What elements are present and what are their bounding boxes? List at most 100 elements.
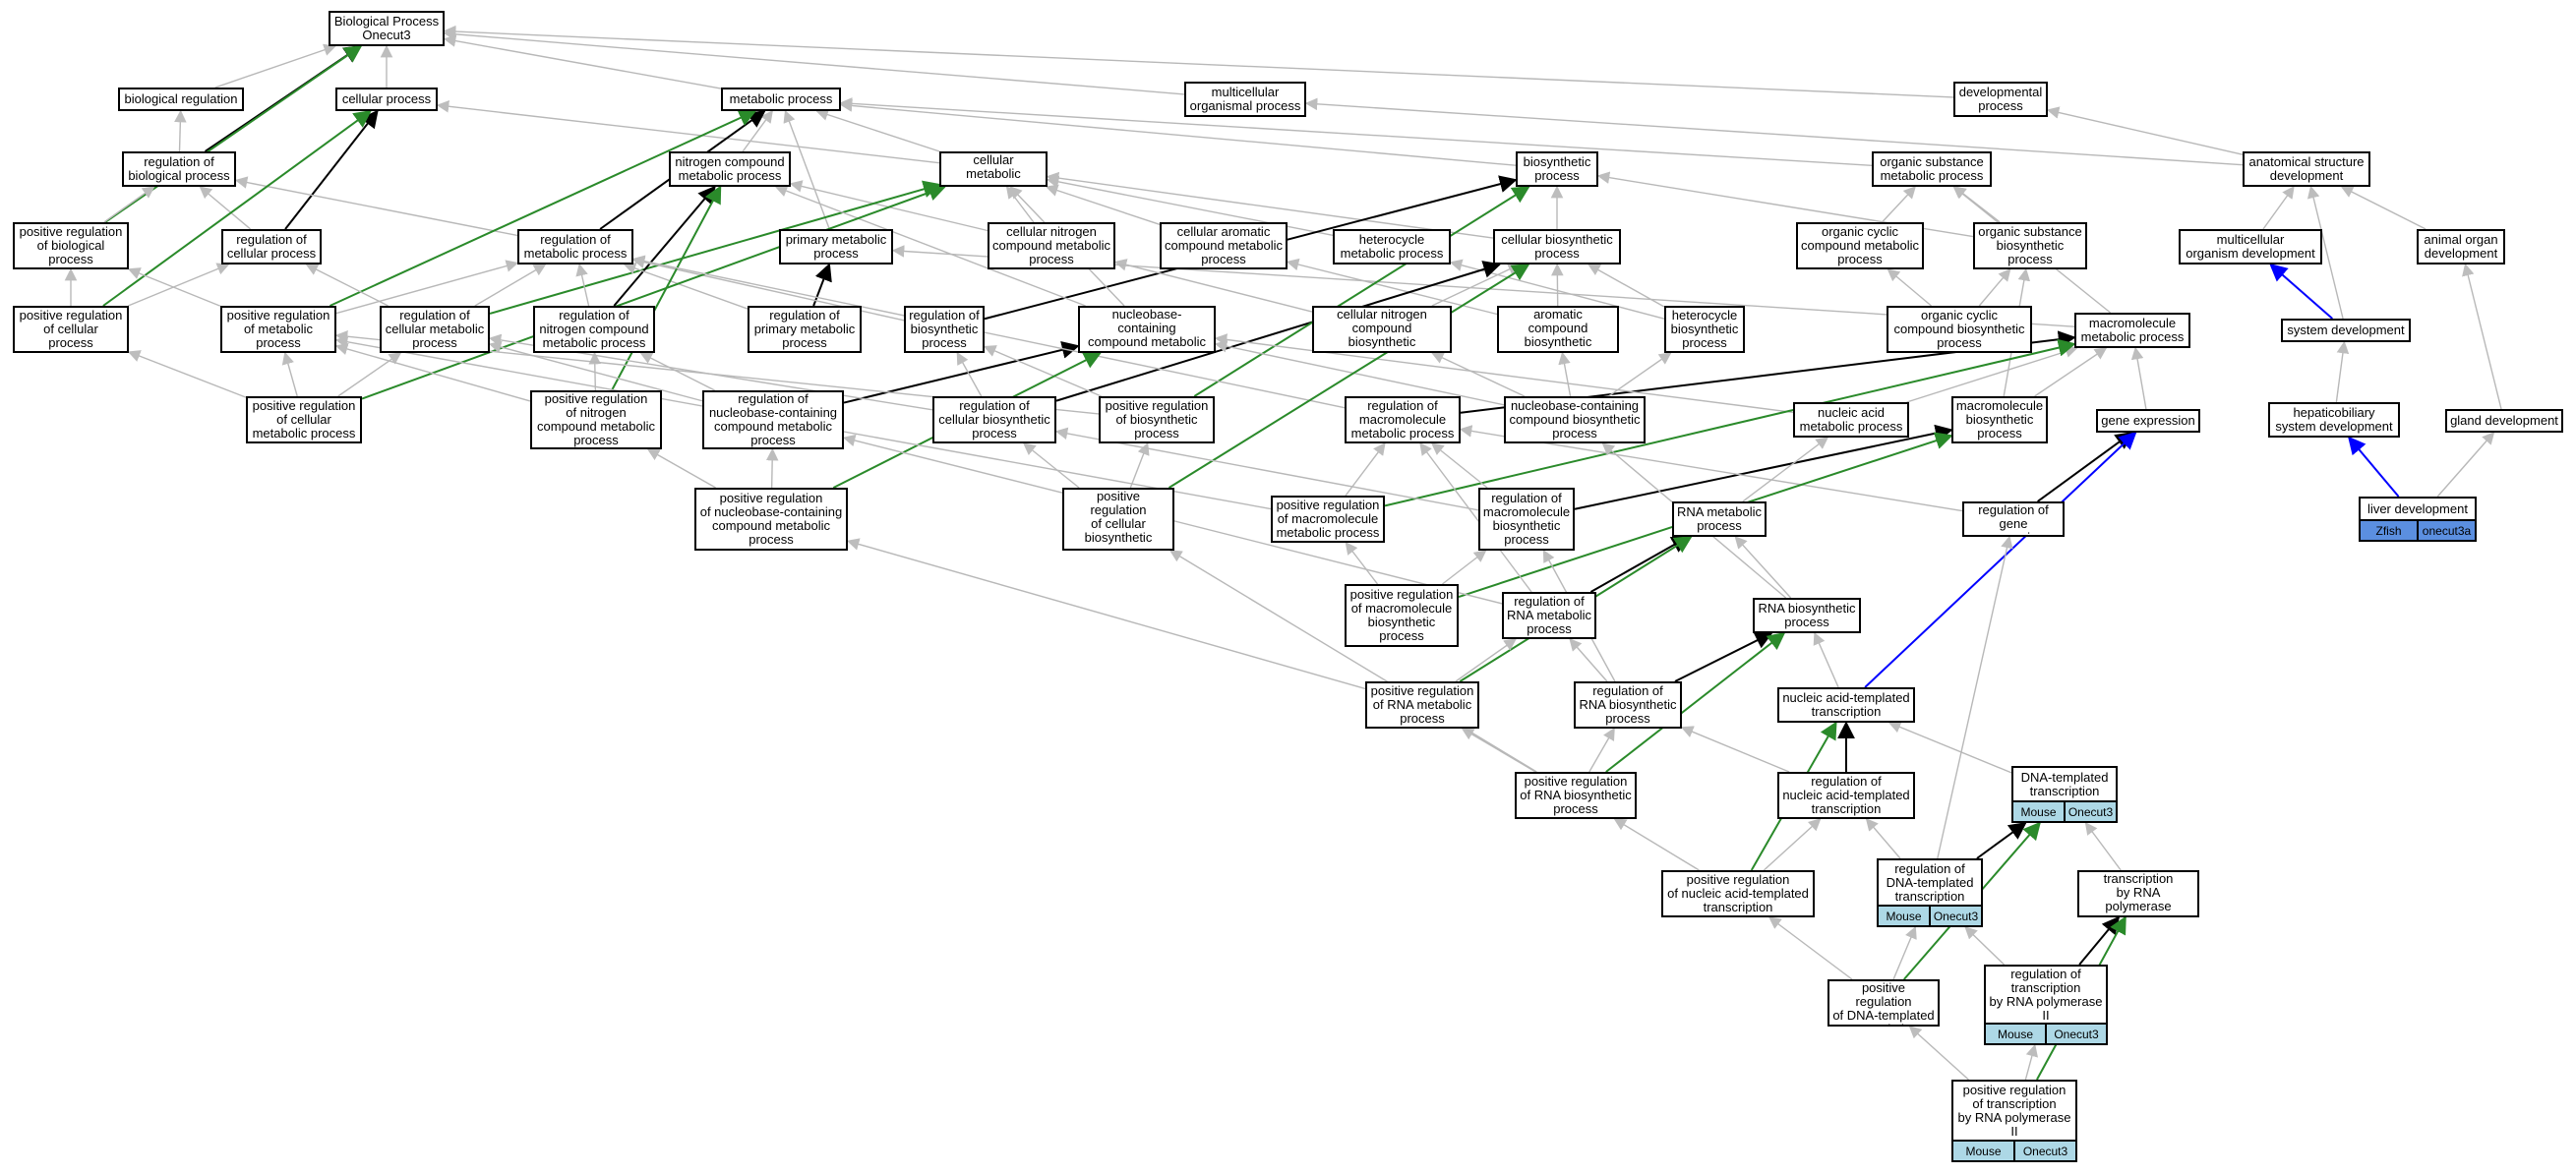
term-organic-cyclic-compound-metabolic-process[interactable]: organic cyclic compound metabolic proces…	[1796, 222, 1924, 269]
term-label: positive regulation of cellular process	[19, 308, 123, 350]
term-positive-regulation-of-nucleic-acid-templated-transcription[interactable]: positive regulation of nucleic acid-temp…	[1661, 870, 1815, 917]
term-heterocycle-biosynthetic-process[interactable]: heterocycle biosynthetic process	[1664, 306, 1745, 353]
term-nucleobase-containing-compound-metabolic-process[interactable]: nucleobase-containing compound metabolic…	[1078, 306, 1216, 353]
term-anatomical-structure-development[interactable]: anatomical structure development	[2243, 151, 2370, 187]
edge-n55-to-n47	[2037, 431, 2134, 502]
term-system-development[interactable]: system development	[2281, 319, 2411, 342]
term-positive-regulation-of-biosynthetic-process[interactable]: positive regulation of biosynthetic proc…	[1099, 396, 1215, 443]
term-positive-regulation-of-dna-templated-transcription[interactable]: positive regulation of DNA-templated tra…	[1827, 979, 1940, 1027]
term-label: positive regulation of RNA metabolic pro…	[1370, 683, 1474, 726]
term-cellular-biosynthetic-process[interactable]: cellular biosynthetic process	[1493, 229, 1621, 264]
edge-n64-to-n59	[1605, 631, 1786, 773]
term-regulation-of-gene-expression[interactable]: regulation of gene expression	[1962, 501, 2065, 537]
term-macromolecule-biosynthetic-process[interactable]: macromolecule biosynthetic process	[1951, 396, 2048, 443]
species-label: Zfish	[2361, 521, 2417, 540]
term-regulation-of-primary-metabolic-process[interactable]: regulation of primary metabolic process	[748, 306, 862, 353]
term-primary-metabolic-process[interactable]: primary metabolic process	[779, 229, 893, 264]
edge-n14-to-n7	[199, 186, 252, 230]
term-positive-regulation-of-transcription-by-rna-polymerase-ii[interactable]: positive regulation of transcription by …	[1951, 1080, 2077, 1162]
edge-n2-to-n1	[214, 43, 336, 88]
term-transcription-by-rna-polymerase-ii[interactable]: transcription by RNA polymerase II	[2077, 870, 2199, 917]
term-positive-regulation-of-metabolic-process[interactable]: positive regulation of metabolic process	[220, 306, 336, 353]
term-developmental-process[interactable]: developmental process	[1953, 82, 2048, 117]
edge-n41-to-n30	[956, 351, 983, 397]
term-biological-process-onecut3[interactable]: Biological Process Onecut3	[329, 11, 445, 46]
term-animal-organ-development[interactable]: animal organ development	[2417, 229, 2505, 264]
term-positive-regulation-of-cellular-process[interactable]: positive regulation of cellular process	[13, 306, 129, 353]
term-positive-regulation-of-rna-metabolic-process[interactable]: positive regulation of RNA metabolic pro…	[1365, 681, 1479, 729]
term-label: nucleobase-containing compound biosynthe…	[1509, 398, 1641, 441]
term-nitrogen-compound-metabolic-process[interactable]: nitrogen compound metabolic process	[669, 151, 791, 187]
term-regulation-of-nucleobase-containing-compound-metabolic-process[interactable]: regulation of nucleobase-containing comp…	[702, 390, 844, 449]
term-macromolecule-metabolic-process[interactable]: macromolecule metabolic process	[2074, 313, 2190, 348]
species-label: Mouse	[1986, 1025, 2045, 1043]
term-positive-regulation-of-rna-biosynthetic-process[interactable]: positive regulation of RNA biosynthetic …	[1515, 772, 1637, 819]
term-regulation-of-biological-process[interactable]: regulation of biological process	[122, 151, 236, 187]
term-label: positive regulation of biosynthetic proc…	[1105, 398, 1209, 441]
term-biological-regulation[interactable]: biological regulation	[118, 88, 244, 111]
term-label: organic cyclic compound metabolic proces…	[1801, 224, 1919, 266]
term-label: RNA biosynthetic process	[1758, 601, 1856, 629]
term-organic-substance-biosynthetic-process[interactable]: organic substance biosynthetic process	[1973, 222, 2087, 269]
term-regulation-of-biosynthetic-process[interactable]: regulation of biosynthetic process	[904, 306, 985, 353]
term-positive-regulation-of-cellular-biosynthetic-process[interactable]: positive regulation of cellular biosynth…	[1062, 488, 1174, 551]
edge-n27-to-n14	[305, 264, 389, 307]
term-organic-substance-metabolic-process[interactable]: organic substance metabolic process	[1872, 151, 1992, 187]
term-positive-regulation-of-macromolecule-biosynthetic-process[interactable]: positive regulation of macromolecule bio…	[1345, 584, 1459, 647]
term-label: positive regulation of macromolecule met…	[1276, 498, 1380, 540]
term-positive-regulation-of-nitrogen-compound-metabolic-process[interactable]: positive regulation of nitrogen compound…	[530, 390, 662, 449]
term-cellular-nitrogen-compound-metabolic-process[interactable]: cellular nitrogen compound metabolic pro…	[988, 222, 1115, 269]
edge-n44-to-n32	[1430, 352, 1526, 397]
term-regulation-of-rna-metabolic-process[interactable]: regulation of RNA metabolic process	[1502, 592, 1596, 639]
term-positive-regulation-of-nucleobase-containing-compound-metabolic-process[interactable]: positive regulation of nucleobase-contai…	[694, 488, 848, 551]
term-multicellular-organism-development[interactable]: multicellular organism development	[2179, 229, 2322, 264]
edge-n69-to-n67	[1892, 925, 1917, 980]
term-label: cellular nitrogen compound metabolic pro…	[992, 224, 1110, 266]
edge-n44-to-n33	[1558, 351, 1572, 397]
term-regulation-of-macromolecule-metabolic-process[interactable]: regulation of macromolecule metabolic pr…	[1345, 396, 1461, 443]
term-label: developmental process	[1958, 85, 2043, 113]
term-rna-metabolic-process[interactable]: RNA metabolic process	[1672, 501, 1767, 537]
term-cellular-nitrogen-compound-biosynthetic-process[interactable]: cellular nitrogen compound biosynthetic …	[1312, 306, 1452, 353]
term-regulation-of-cellular-metabolic-process[interactable]: regulation of cellular metabolic process	[380, 306, 490, 353]
term-cellular-aromatic-compound-metabolic-process[interactable]: cellular aromatic compound metabolic pro…	[1160, 222, 1288, 269]
term-regulation-of-cellular-process[interactable]: regulation of cellular process	[221, 229, 322, 264]
edge-n69-to-n66	[1767, 916, 1853, 980]
term-regulation-of-rna-biosynthetic-process[interactable]: regulation of RNA biosynthetic process	[1574, 681, 1682, 729]
edge-n58-to-n43	[1419, 441, 1532, 593]
term-label: positive regulation of cellular biosynth…	[1084, 489, 1153, 549]
term-positive-regulation-of-biological-process[interactable]: positive regulation of biological proces…	[13, 222, 129, 269]
term-positive-regulation-of-macromolecule-metabolic-process[interactable]: positive regulation of macromolecule met…	[1271, 496, 1385, 543]
term-regulation-of-nucleic-acid-templated-transcription[interactable]: regulation of nucleic acid-templated tra…	[1777, 772, 1915, 819]
term-gland-development[interactable]: gland development	[2445, 409, 2563, 433]
term-cellular-process[interactable]: cellular process	[335, 88, 438, 111]
term-rna-biosynthetic-process[interactable]: RNA biosynthetic process	[1753, 598, 1861, 633]
edge-n16-to-n4	[783, 109, 830, 230]
term-nucleic-acid-templated-transcription[interactable]: nucleic acid-templated transcription	[1777, 687, 1915, 723]
term-regulation-of-cellular-biosynthetic-process[interactable]: regulation of cellular biosynthetic proc…	[932, 396, 1056, 443]
term-label: regulation of transcription by RNA polym…	[1989, 966, 2103, 1023]
term-biosynthetic-process[interactable]: biosynthetic process	[1516, 151, 1598, 187]
term-metabolic-process[interactable]: metabolic process	[721, 88, 841, 111]
term-organic-cyclic-compound-biosynthetic-process[interactable]: organic cyclic compound biosynthetic pro…	[1887, 306, 2032, 353]
term-multicellular-organismal-process[interactable]: multicellular organismal process	[1184, 82, 1306, 117]
term-regulation-of-dna-templated-transcription[interactable]: regulation of DNA-templated transcriptio…	[1877, 858, 1983, 927]
edge-n42-to-n30	[983, 345, 1102, 397]
term-regulation-of-nitrogen-compound-metabolic-process[interactable]: regulation of nitrogen compound metaboli…	[533, 306, 655, 353]
term-regulation-of-transcription-by-rna-polymerase-ii[interactable]: regulation of transcription by RNA polym…	[1984, 965, 2108, 1045]
term-regulation-of-metabolic-process[interactable]: regulation of metabolic process	[517, 229, 633, 264]
term-positive-regulation-of-cellular-metabolic-process[interactable]: positive regulation of cellular metaboli…	[246, 396, 362, 443]
term-nucleic-acid-metabolic-process[interactable]: nucleic acid metabolic process	[1793, 402, 1909, 438]
term-regulation-of-macromolecule-biosynthetic-process[interactable]: regulation of macromolecule biosynthetic…	[1478, 488, 1575, 551]
term-heterocycle-metabolic-process[interactable]: heterocycle metabolic process	[1333, 229, 1451, 264]
term-gene-expression[interactable]: gene expression	[2096, 409, 2200, 433]
term-label: DNA-templated transcription	[2020, 769, 2109, 798]
term-cellular-metabolic-process[interactable]: cellular metabolic process	[939, 151, 1048, 187]
term-aromatic-compound-biosynthetic-process[interactable]: aromatic compound biosynthetic process	[1497, 306, 1619, 353]
edge-n27-to-n9	[489, 180, 941, 315]
term-label: regulation of nucleic acid-templated tra…	[1782, 774, 1910, 816]
term-hepaticobiliary-system-development[interactable]: hepaticobiliary system development	[2268, 402, 2400, 438]
term-nucleobase-containing-compound-biosynthetic-process[interactable]: nucleobase-containing compound biosynthe…	[1504, 396, 1646, 443]
